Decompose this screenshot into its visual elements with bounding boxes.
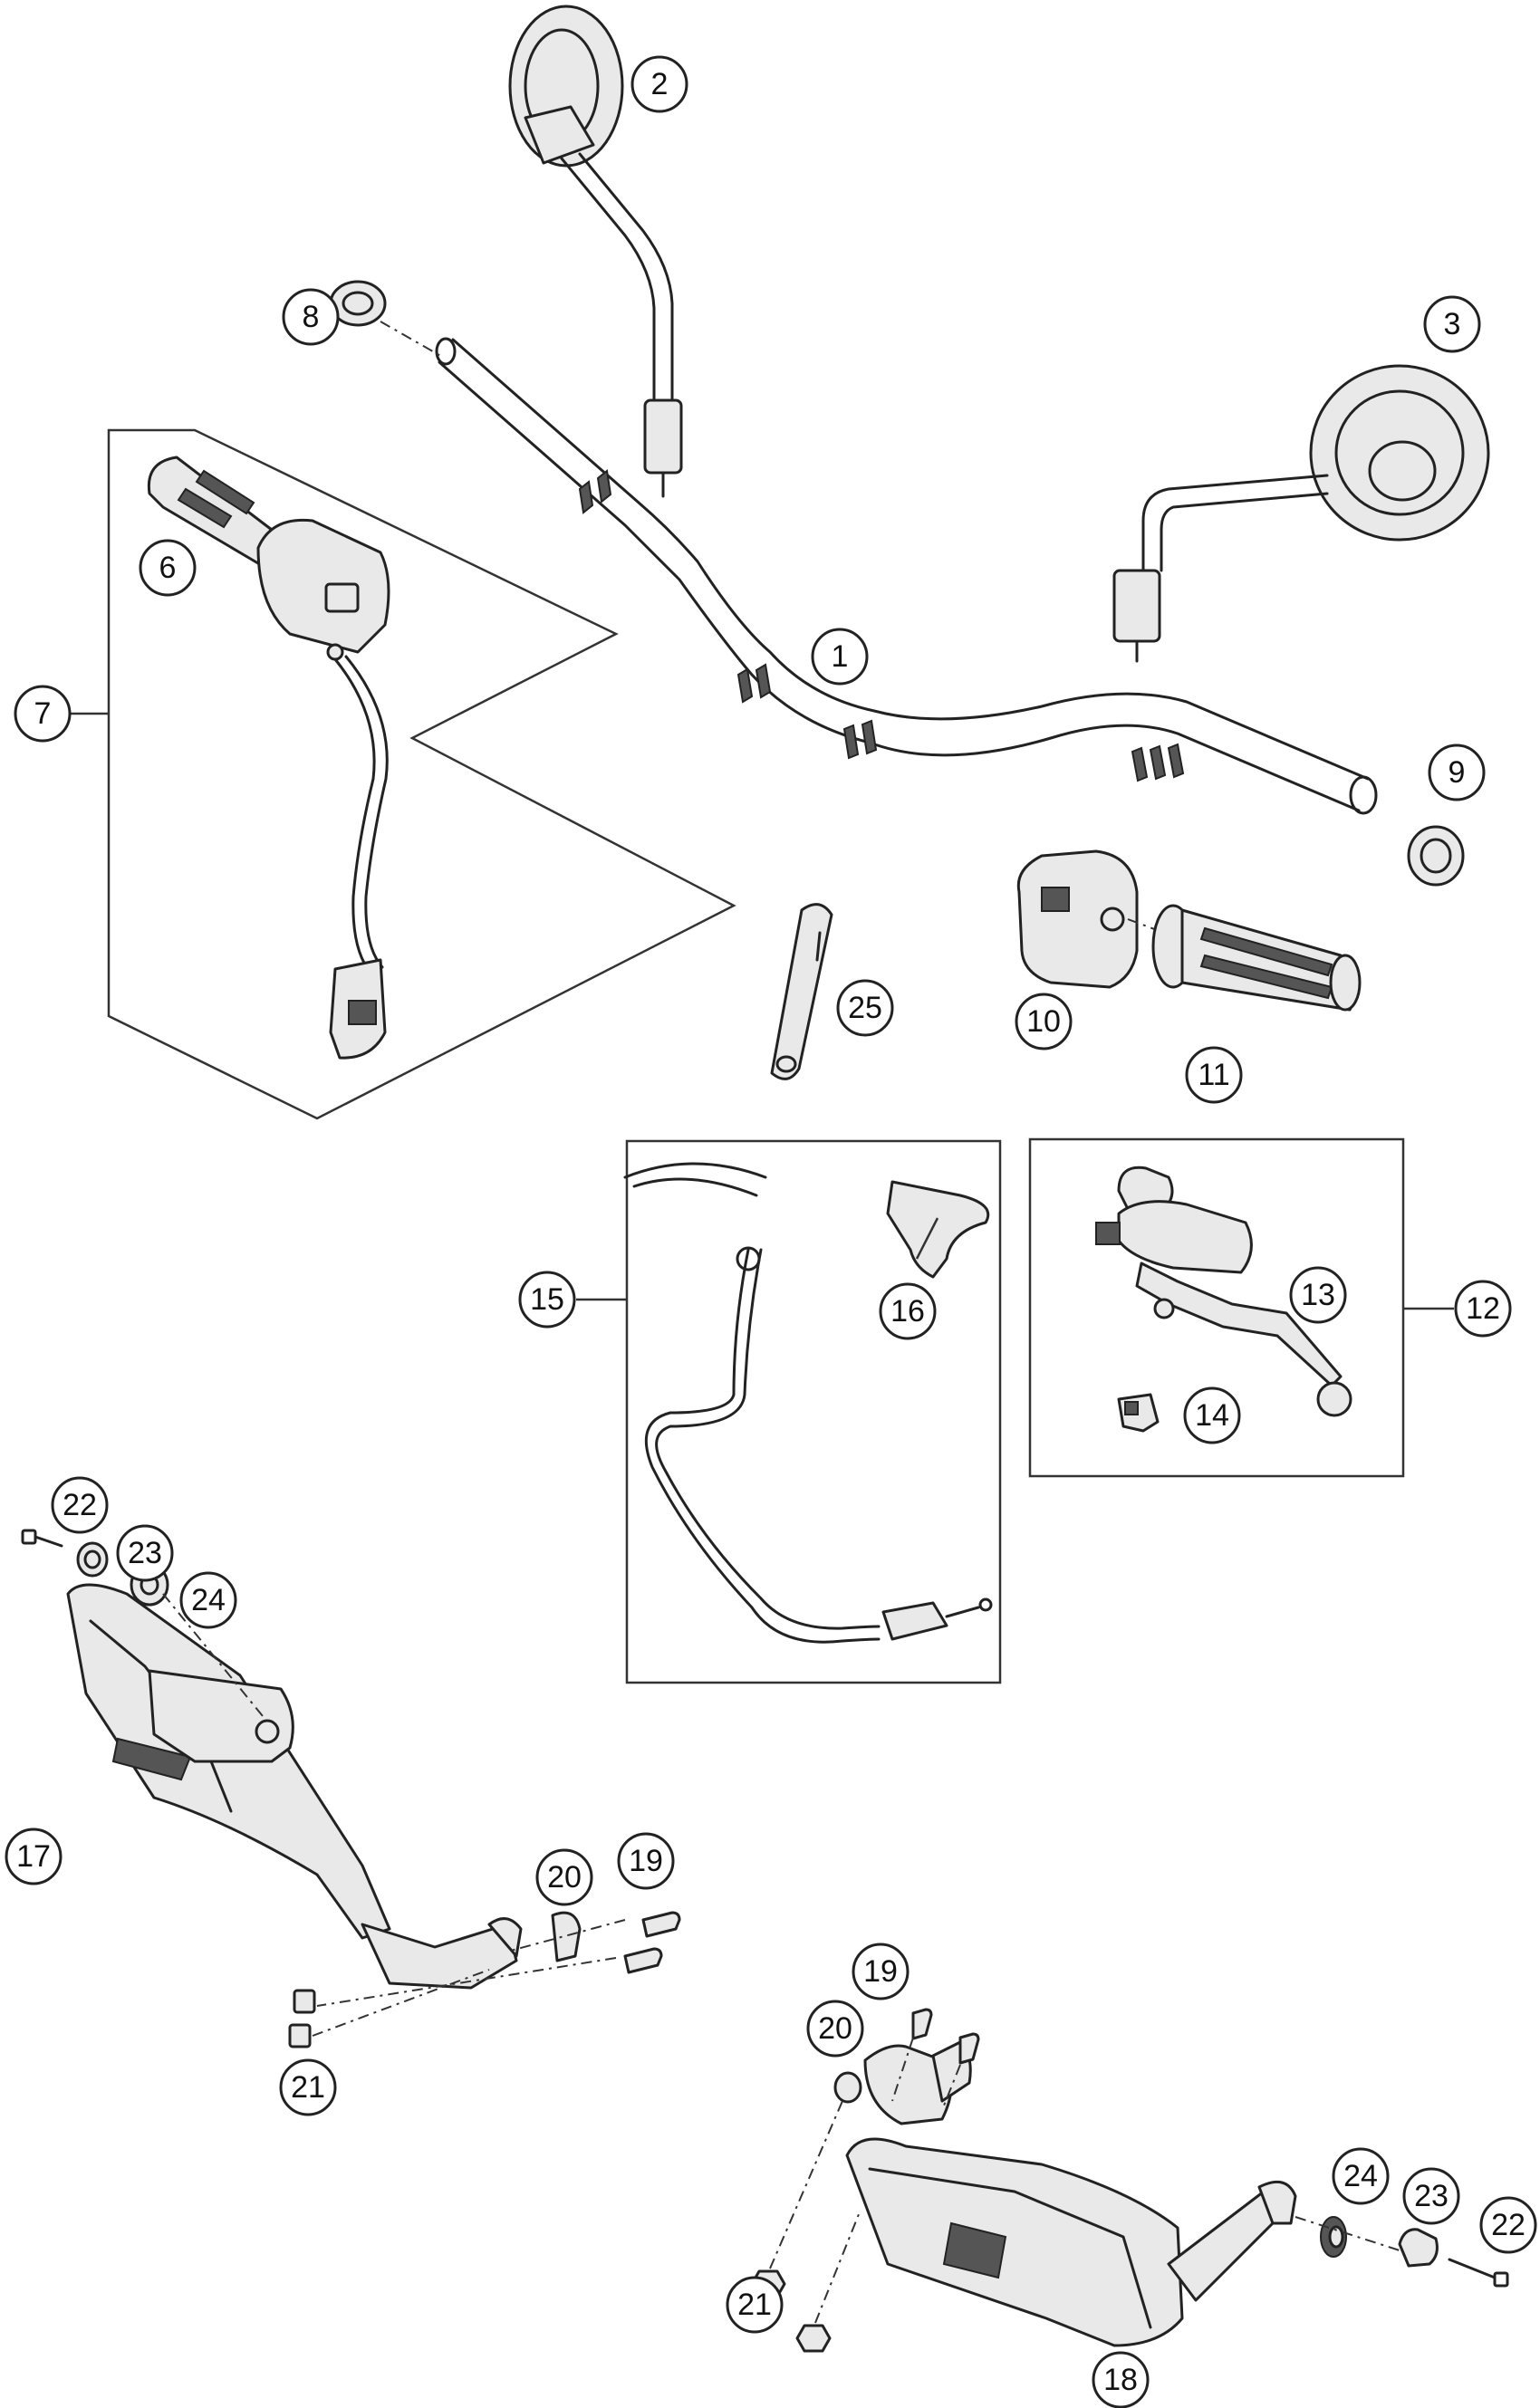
callout-label: 21: [291, 2070, 325, 2105]
callout-15: 15: [518, 1271, 576, 1329]
mirror-right: [1112, 364, 1490, 663]
callout-label: 18: [1103, 2363, 1138, 2397]
callout-22-right: 22: [1479, 2196, 1537, 2254]
clutch-master-cylinder: [1095, 1166, 1352, 1417]
callout-label: 21: [737, 2288, 772, 2322]
callout-24-right: 24: [1332, 2147, 1390, 2205]
callout-label: 20: [547, 1860, 582, 1895]
callout-23-left: 23: [116, 1524, 174, 1582]
callout-label: 24: [191, 1583, 226, 1617]
callout-14: 14: [1183, 1386, 1241, 1444]
callout-23-right: 23: [1402, 2167, 1460, 2225]
callout-label: 16: [890, 1294, 925, 1329]
bar-end-left: [329, 280, 387, 327]
callout-label: 25: [848, 991, 882, 1025]
callout-24-left: 24: [179, 1571, 237, 1629]
group-box-15: [625, 1139, 1002, 1684]
callout-label: 1: [832, 639, 849, 674]
callout-label: 8: [303, 300, 320, 334]
callout-label: 19: [629, 1844, 663, 1878]
callout-12: 12: [1454, 1280, 1512, 1338]
leader-16: [915, 1217, 939, 1260]
callout-label: 24: [1343, 2159, 1378, 2193]
callout-label: 11: [1198, 1058, 1229, 1092]
left-grip-switch: [147, 456, 390, 1060]
clutch-cable: [623, 1162, 993, 1644]
callout-label: 23: [1414, 2179, 1449, 2213]
callout-label: 6: [159, 551, 177, 585]
hand-guard-left: [66, 1583, 582, 1990]
callout-label: 10: [1026, 1004, 1061, 1039]
callout-25: 25: [836, 979, 894, 1037]
callout-label: 22: [1491, 2208, 1526, 2242]
callout-6: 6: [139, 539, 197, 597]
callout-1: 1: [811, 628, 869, 686]
bar-end-right: [1407, 825, 1465, 887]
callout-7: 7: [14, 685, 72, 743]
callout-8: 8: [282, 288, 340, 346]
callout-13: 13: [1289, 1266, 1347, 1324]
group-outline-7: [107, 428, 736, 1120]
callout-2: 2: [630, 55, 688, 113]
hand-guard-right: [833, 2040, 1297, 2347]
callout-label: 7: [34, 696, 52, 731]
fasteners-left: [21, 1529, 681, 2048]
callout-22-left: 22: [51, 1476, 109, 1534]
callout-19-left: 19: [617, 1832, 675, 1890]
axis-bar-end-left: [380, 321, 445, 359]
callout-label: 23: [128, 1536, 162, 1570]
callout-11: 11: [1185, 1046, 1243, 1104]
callout-9: 9: [1428, 744, 1486, 801]
callout-21-left: 21: [279, 2058, 337, 2116]
right-grip: [1151, 904, 1362, 1012]
callout-label: 9: [1449, 755, 1466, 790]
callout-label: 17: [16, 1839, 51, 1874]
callout-label: 20: [818, 2011, 852, 2046]
callout-16: 16: [879, 1282, 937, 1340]
callout-label: 2: [651, 67, 669, 101]
callout-label: 12: [1466, 1291, 1500, 1326]
callout-19-right: 19: [852, 1943, 910, 2000]
callout-3: 3: [1423, 295, 1481, 353]
callout-label: 15: [530, 1282, 564, 1317]
mirror-left: [508, 5, 683, 498]
callout-label: 19: [863, 1954, 898, 1989]
callout-21-right: 21: [726, 2276, 784, 2334]
handlebar: [435, 337, 1378, 815]
callout-label: 13: [1301, 1278, 1335, 1312]
callout-label: 14: [1195, 1398, 1229, 1433]
callout-label: 22: [63, 1488, 97, 1522]
lever-switch-small: [1117, 1393, 1160, 1433]
callout-18: 18: [1092, 2351, 1150, 2408]
callout-20-right: 20: [806, 2000, 864, 2058]
callout-20-left: 20: [535, 1848, 593, 1906]
callout-17: 17: [5, 1828, 63, 1885]
tool-spanner: [770, 903, 833, 1080]
callout-10: 10: [1015, 993, 1073, 1051]
right-switch: [1016, 849, 1165, 989]
callout-label: 3: [1444, 307, 1461, 341]
